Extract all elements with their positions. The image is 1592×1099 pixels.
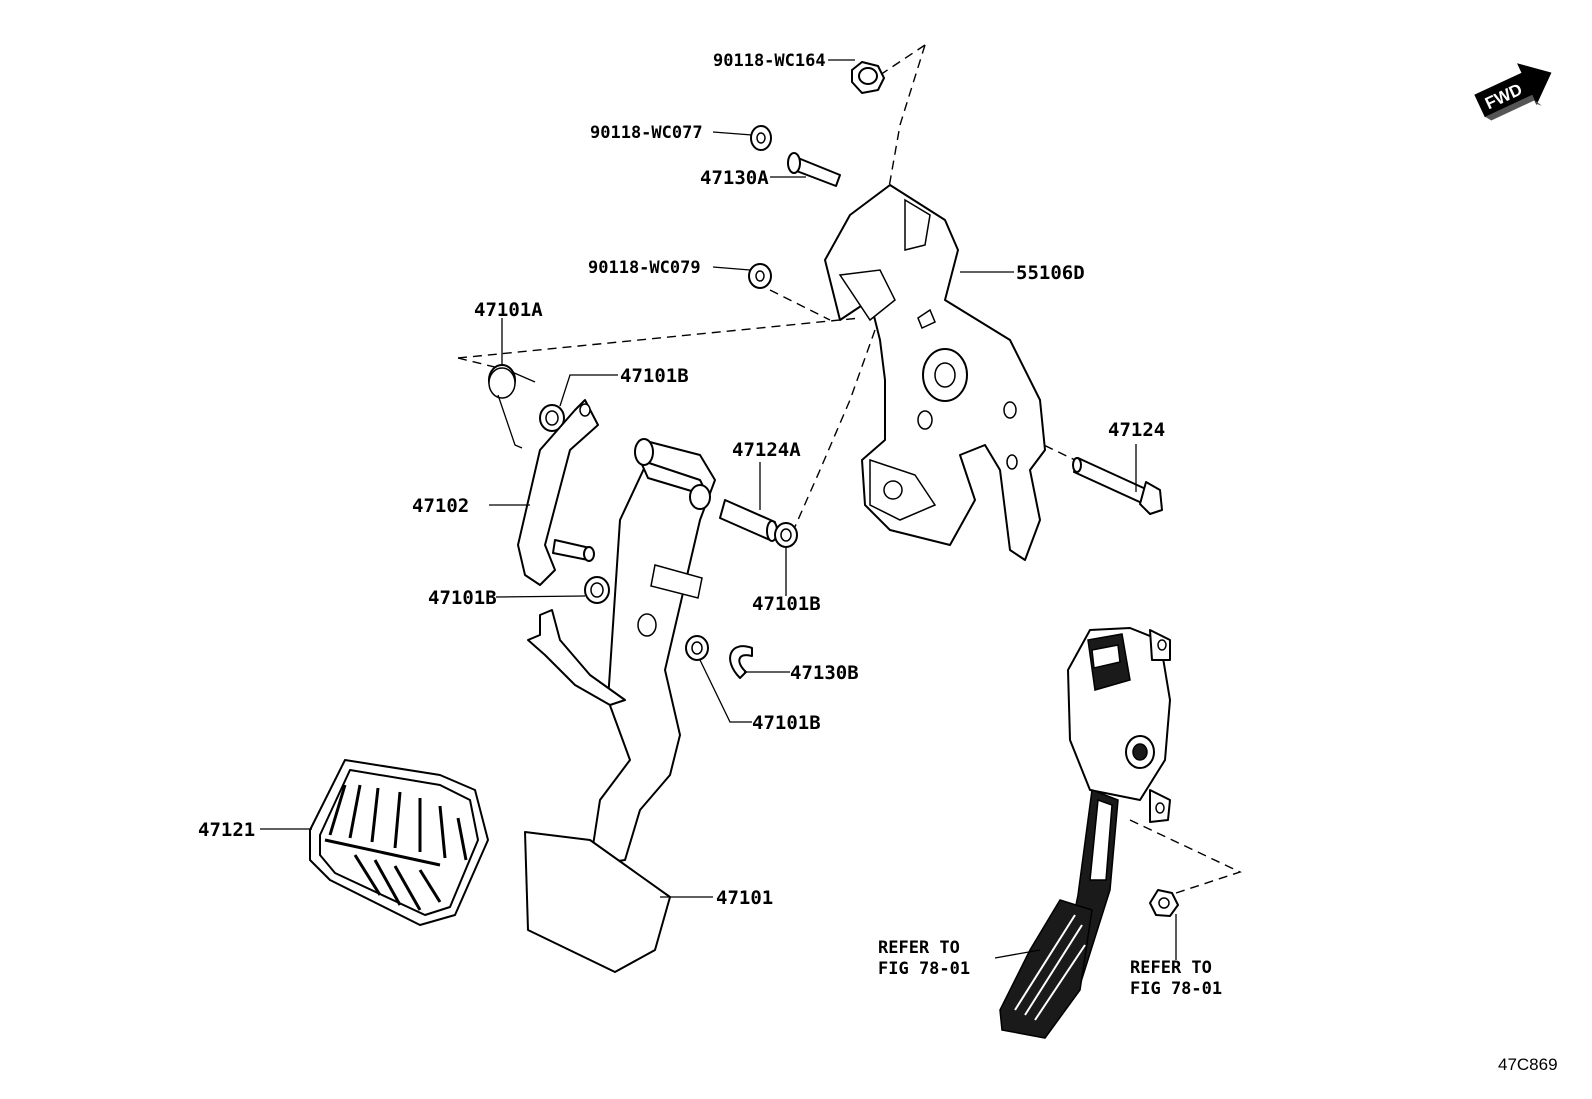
label-47101a: 47101A (474, 299, 543, 321)
bolt-47130a (787, 152, 841, 187)
pedal-pad-47121 (309, 759, 489, 926)
nut-90118-wc077 (750, 125, 772, 151)
label-90118-wc077: 90118-WC077 (590, 123, 703, 143)
pedal-pad-ribs (324, 784, 468, 911)
link-47102 (517, 399, 599, 586)
label-47101b-left: 47101B (428, 587, 497, 609)
label-47101b-low: 47101B (752, 712, 821, 734)
label-47101b-top: 47101B (620, 365, 689, 387)
refer-left-line1: REFER TO (878, 938, 960, 958)
label-47101b-mid: 47101B (752, 593, 821, 615)
label-47130b: 47130B (790, 662, 859, 684)
refer-left-line2: FIG 78-01 (878, 959, 970, 979)
refer-note-right: REFER TO FIG 78-01 (1130, 958, 1222, 999)
label-55106d: 55106D (1016, 262, 1085, 284)
label-47121: 47121 (198, 819, 255, 841)
accelerator-pedal-assembly (999, 627, 1171, 1039)
label-47101: 47101 (716, 887, 773, 909)
refer-right-line2: FIG 78-01 (1130, 979, 1222, 999)
bushing-47101b-mid (774, 522, 798, 548)
bushing-47101b-top (539, 404, 565, 432)
brake-pedal-arm-47101 (524, 438, 716, 973)
label-90118-wc079: 90118-WC079 (588, 258, 701, 278)
label-90118-wc164: 90118-WC164 (713, 51, 826, 71)
leader-lines (260, 59, 1177, 960)
refer-right-line1: REFER TO (1130, 958, 1212, 978)
nut-90118-wc164 (851, 61, 885, 94)
clip-47130b (729, 645, 753, 679)
return-spring-47101a (488, 364, 536, 449)
pin-47124a (719, 499, 778, 542)
label-47124: 47124 (1108, 419, 1165, 441)
refer-note-left: REFER TO FIG 78-01 (878, 938, 970, 979)
label-47102: 47102 (412, 495, 469, 517)
bushing-47101b-low (685, 635, 709, 661)
bolt-47124 (1072, 457, 1163, 515)
nut-90118-wc079 (748, 263, 772, 289)
label-47130a: 47130A (700, 167, 769, 189)
figure-code: 47C869 (1498, 1055, 1558, 1074)
label-47124a: 47124A (732, 439, 801, 461)
bushing-47101b-left (584, 576, 610, 604)
fwd-arrow-icon: FWD (1474, 63, 1552, 121)
nut-accelerator (1149, 889, 1179, 917)
bracket-55106d (824, 184, 1046, 561)
part-labels: 90118-WC164 90118-WC077 47130A 90118-WC0… (198, 51, 1165, 909)
